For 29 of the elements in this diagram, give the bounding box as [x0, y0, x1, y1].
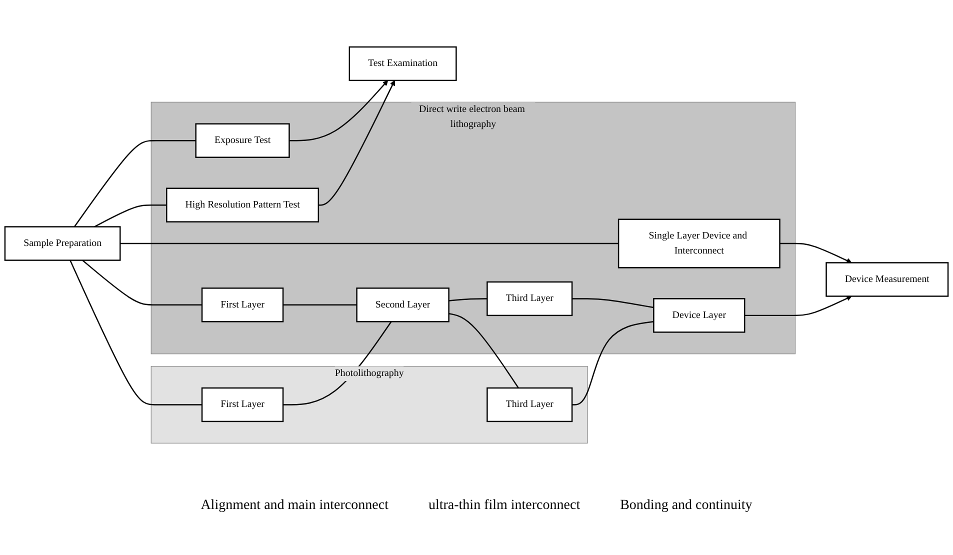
node-box: High Resolution Pattern Test [166, 188, 320, 222]
connector [448, 298, 488, 302]
node-box: Third Layer [486, 281, 573, 316]
node-box: Test Examination [348, 46, 457, 81]
note-text: ultra-thin film interconnect [428, 498, 580, 514]
arrow [289, 80, 388, 142]
node-box: Exposure Test [195, 123, 290, 158]
node-box: Third Layer [486, 387, 573, 422]
node-box: First Layer [201, 287, 284, 322]
arrow [744, 296, 852, 316]
note-text: Bonding and continuity [620, 498, 752, 514]
node-box: Device Measurement [826, 262, 949, 297]
note-text: Alignment and main interconnect [200, 498, 388, 514]
node-box: Second Layer [356, 287, 450, 322]
arrow [780, 242, 852, 264]
node-box: Single Layer Device and Interconnect [618, 218, 780, 268]
node-box: Device Layer [653, 298, 746, 333]
connector [70, 260, 202, 406]
connector [448, 312, 519, 388]
connector [283, 304, 357, 306]
arrow [318, 80, 395, 206]
connector [94, 204, 167, 228]
node-box: Sample Preparation [4, 226, 121, 261]
connector [572, 320, 654, 406]
connector [82, 260, 202, 306]
node-box: First Layer [201, 387, 284, 422]
connector [572, 298, 654, 308]
connector [120, 242, 619, 244]
connector [74, 140, 196, 228]
